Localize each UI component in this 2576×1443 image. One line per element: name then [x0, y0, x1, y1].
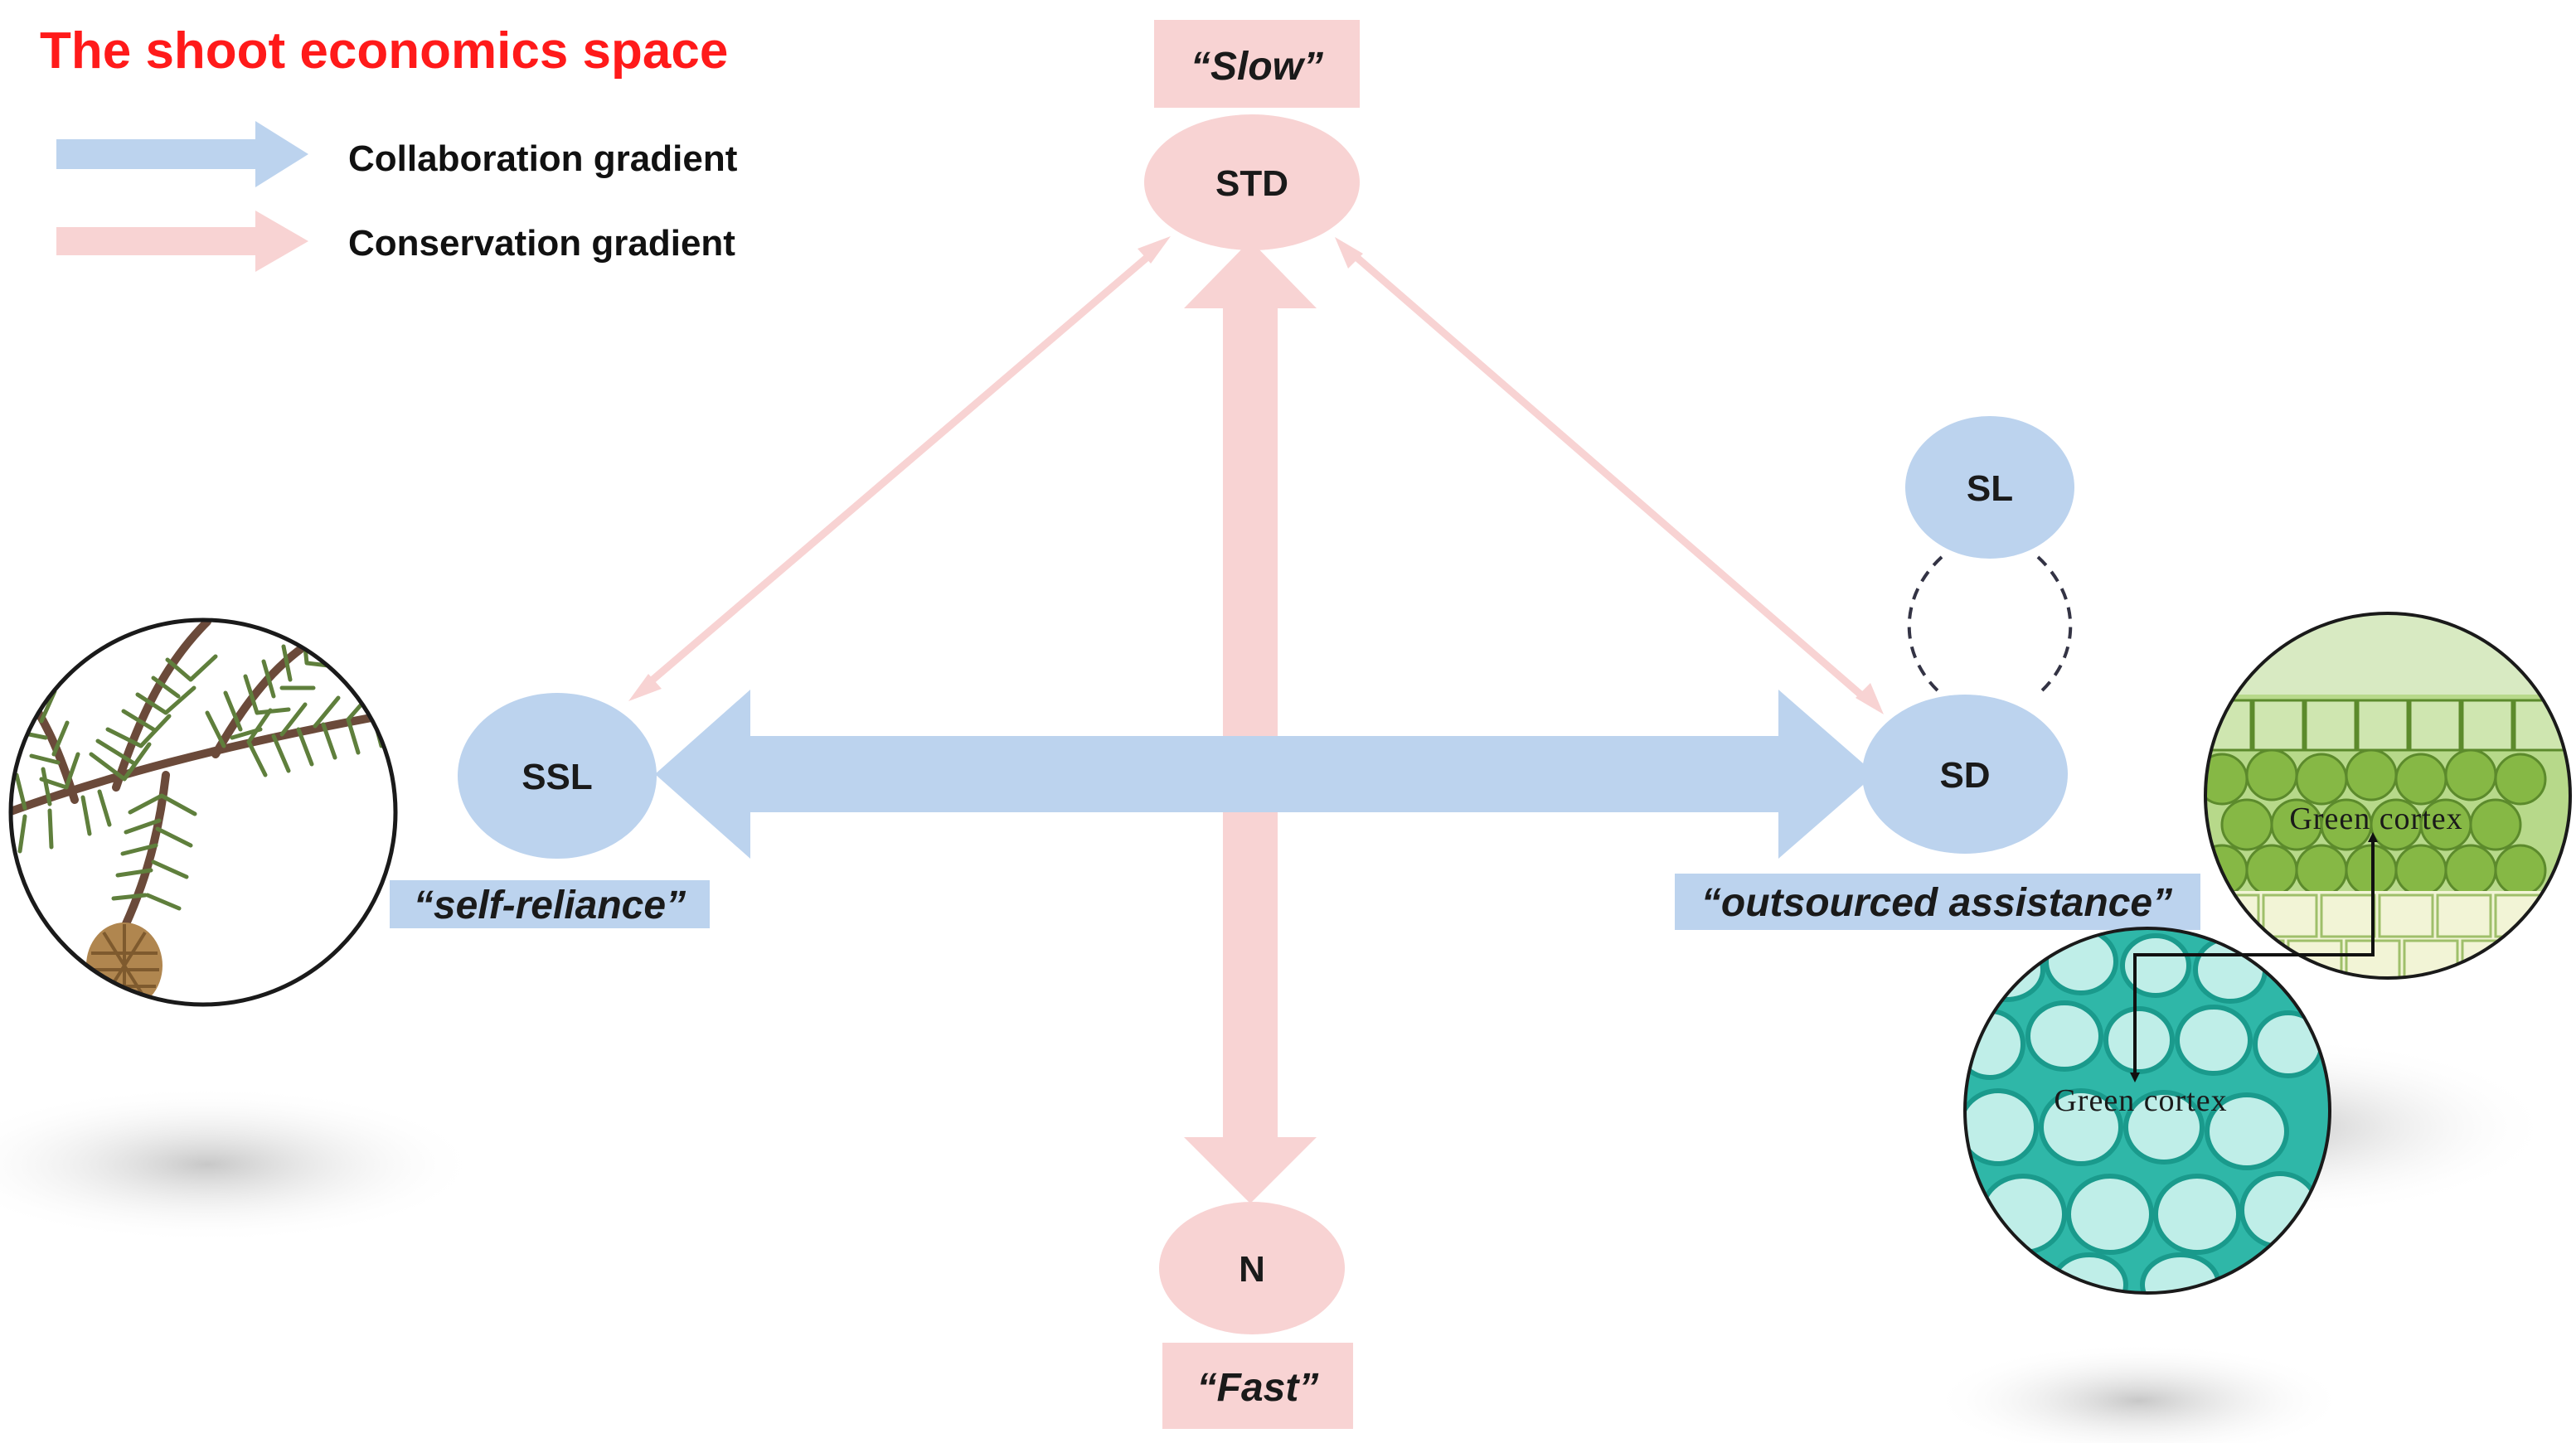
std-label: STD	[1215, 163, 1288, 204]
self-reliance-box	[390, 880, 710, 928]
green-cortex-micrograph-top: Green cortex	[2204, 612, 2572, 980]
green-cortex-micrograph-bottom: Green cortex	[1963, 927, 2331, 1295]
collaboration-arrow-horizontal	[655, 690, 1875, 859]
diagram-title: The shoot economics space	[40, 22, 728, 80]
outsourced-label: “outsourced assistance”	[1701, 881, 2172, 925]
sl-node	[1905, 416, 2074, 559]
connector-arrow-to-bottom	[2130, 953, 2371, 1082]
diagonal-arrow-std-ssl	[628, 236, 1171, 701]
outsourced-box	[1675, 874, 2200, 930]
green-cortex-label-top: Green cortex	[2289, 801, 2462, 836]
collaboration-legend-arrow	[56, 121, 308, 187]
diagonal-arrow-std-sd	[1335, 237, 1884, 714]
fast-box	[1162, 1343, 1353, 1429]
std-node	[1144, 114, 1360, 250]
sd-label: SD	[1939, 755, 1990, 796]
slow-label: “Slow”	[1191, 45, 1323, 89]
green-cortex-label-bottom: Green cortex	[2054, 1083, 2227, 1118]
conservation-legend-arrow	[56, 211, 308, 272]
conifer-branch-image	[8, 617, 398, 1007]
sl-sd-dashed-link	[1907, 555, 2073, 695]
n-label: N	[1239, 1249, 1265, 1290]
collaboration-legend-label: Collaboration gradient	[348, 138, 738, 179]
conservation-legend-label: Conservation gradient	[348, 223, 735, 264]
sl-label: SL	[1967, 468, 2013, 509]
fast-label: “Fast”	[1197, 1366, 1319, 1410]
self-reliance-label: “self-reliance”	[414, 884, 686, 927]
connector-arrow-to-top	[2368, 832, 2378, 956]
n-node	[1159, 1202, 1345, 1334]
legend: Collaboration gradient Conservation grad…	[56, 121, 738, 272]
conservation-arrow-vertical	[1184, 240, 1317, 1203]
ssl-node	[458, 693, 657, 859]
shadow-left	[0, 1086, 481, 1243]
shadow-bottom-right	[1932, 1343, 2346, 1443]
slow-box	[1154, 20, 1360, 108]
ssl-label: SSL	[522, 757, 593, 797]
sd-node	[1862, 695, 2068, 854]
